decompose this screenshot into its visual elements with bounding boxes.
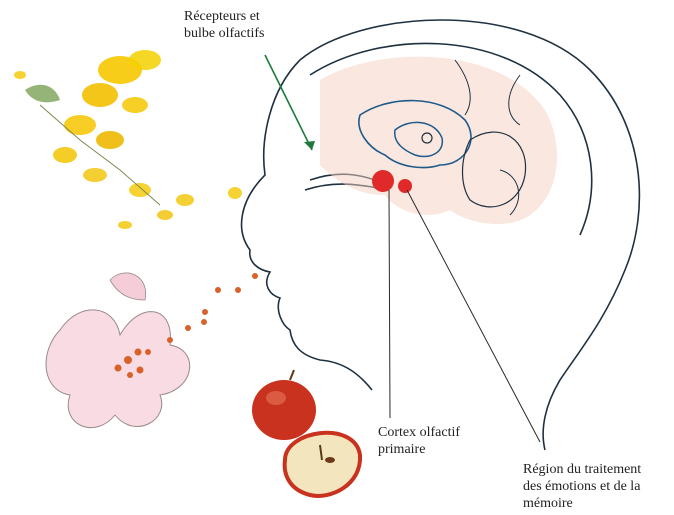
primary-olfactory-cortex-dot: [372, 170, 394, 192]
receptor-arrow: [265, 55, 315, 150]
pink-blossom: [46, 273, 190, 428]
label-line: bulbe olfactifs: [184, 25, 304, 42]
label-line: des émotions et de la: [523, 478, 673, 495]
label-emotion-memory-region: Région du traitement des émotions et de …: [523, 461, 673, 512]
label-receptors-olfactory-bulb: Récepteurs et bulbe olfactifs: [184, 8, 304, 42]
label-line: Cortex olfactif: [378, 424, 488, 441]
label-line: Région du traitement: [523, 461, 673, 478]
emotion-memory-region-dot: [398, 179, 412, 193]
label-line: mémoire: [523, 495, 673, 512]
label-line: Récepteurs et: [184, 8, 304, 25]
apple-half: [285, 433, 360, 496]
apples: [252, 370, 360, 496]
label-line: primaire: [378, 441, 488, 458]
whole-apple: [252, 380, 316, 440]
brain-structures: [320, 57, 557, 224]
yellow-flower-cluster: [14, 50, 242, 229]
label-primary-olfactory-cortex: Cortex olfactif primaire: [378, 424, 488, 458]
leader-lines: [389, 190, 540, 442]
